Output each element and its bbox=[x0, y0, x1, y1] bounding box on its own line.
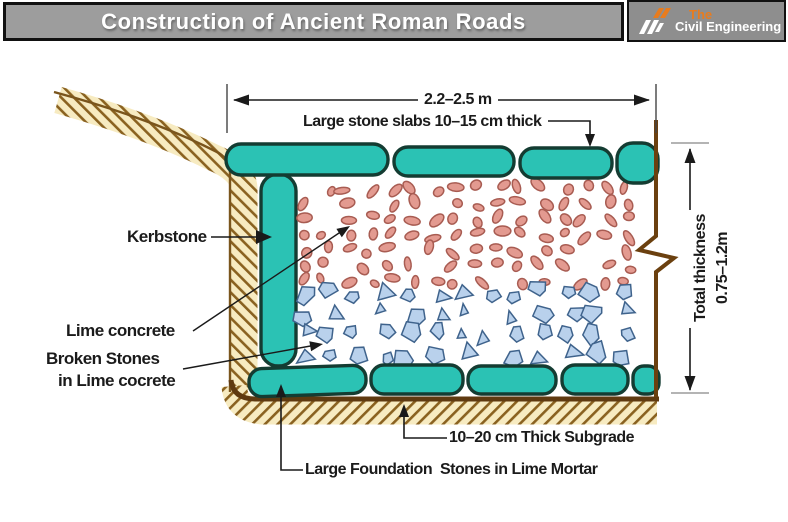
label-subgrade: 10–20 cm Thick Subgrade bbox=[449, 429, 635, 446]
total-thickness-line1: Total thickness bbox=[692, 214, 709, 322]
label-foundation-stones: Large Foundation Stones in Lime Mortar bbox=[305, 461, 598, 478]
logo-mark-icon bbox=[639, 8, 671, 34]
label-lime-concrete: Lime concrete bbox=[66, 321, 175, 340]
label-broken-stones-1: Broken Stones bbox=[46, 349, 160, 368]
logo-line-bottom: Civil Engineering bbox=[675, 19, 782, 34]
label-stone-slabs: Large stone slabs 10–15 cm thick bbox=[303, 113, 542, 130]
logo-box: The Civil Engineering bbox=[627, 0, 786, 42]
logo-text: The Civil Engineering bbox=[675, 7, 782, 34]
page-title: Construction of Ancient Roman Roads bbox=[101, 8, 526, 34]
title-bar: Construction of Ancient Roman Roads bbox=[3, 2, 624, 41]
total-thickness-line2: 0.75–1.2m bbox=[714, 232, 731, 305]
road-width-dimension: 2.2–2.5 m bbox=[418, 90, 498, 109]
label-total-thickness: Total thickness 0.75–1.2m bbox=[689, 148, 735, 388]
label-kerbstone: Kerbstone bbox=[127, 227, 207, 246]
label-broken-stones-2: in Lime cocrete bbox=[58, 371, 176, 390]
logo-line-top: The bbox=[689, 7, 713, 22]
